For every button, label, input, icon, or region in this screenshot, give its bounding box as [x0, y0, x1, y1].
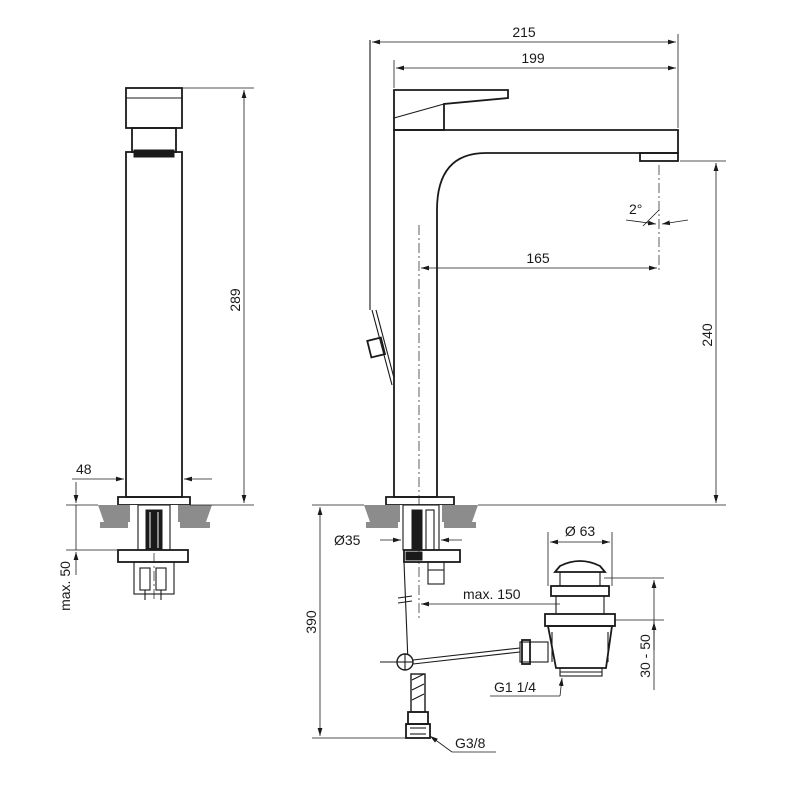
dim-waste-thread: G1 1/4 [494, 679, 536, 695]
dim-max-thickness: max. 50 [57, 561, 73, 611]
side-base [117, 496, 191, 506]
dim-waste-range: 30 - 50 [637, 634, 653, 678]
dim-spout-height: 240 [699, 323, 715, 347]
dim-spout-reach: 165 [526, 250, 550, 266]
dim-inlet-thread: G3/8 [455, 735, 486, 751]
side-body [125, 151, 183, 498]
dim-angle: 2° [629, 201, 642, 217]
front-base [385, 496, 455, 506]
dim-max-rod: max. 150 [463, 586, 521, 602]
dim-width-total: 215 [512, 24, 536, 40]
dim-base-width: 48 [76, 461, 92, 477]
dim-waste-dia: Ø 63 [565, 523, 596, 539]
dim-total-length: 390 [303, 610, 319, 634]
side-handle [125, 87, 183, 129]
front-lever-handle [393, 89, 509, 131]
front-view: 2° [303, 24, 726, 753]
pop-up-waste [519, 560, 616, 677]
side-view: 289 48 max. 50 [57, 87, 254, 611]
dim-width-body: 199 [521, 50, 545, 66]
dim-total-height: 289 [227, 288, 243, 312]
dim-shank-dia: Ø35 [334, 532, 361, 548]
front-body-spout [393, 129, 679, 498]
